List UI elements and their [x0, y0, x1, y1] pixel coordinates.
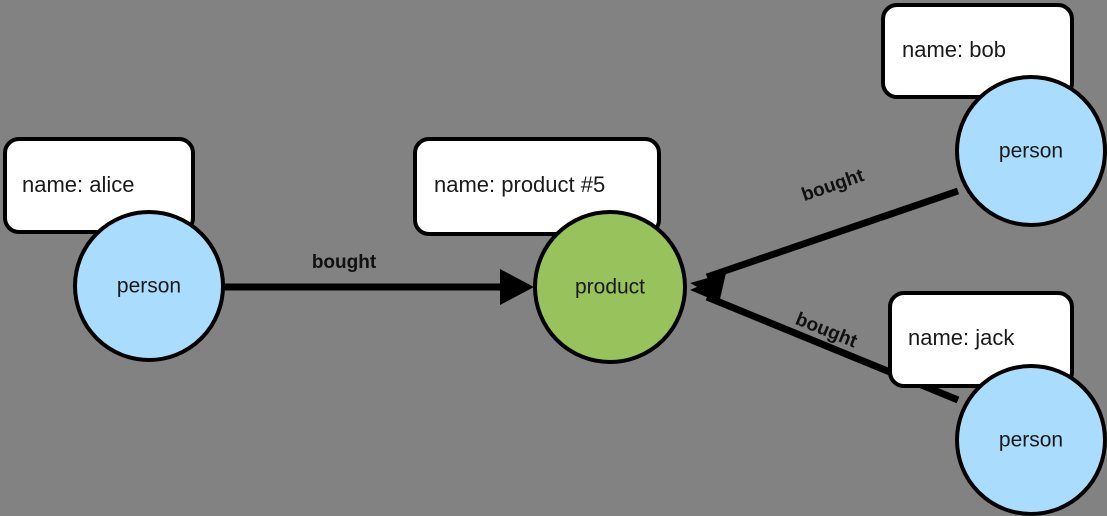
property-box-alice[interactable]: name: alice — [3, 137, 195, 234]
node-circle — [533, 210, 687, 364]
node-alice[interactable]: person — [73, 210, 225, 362]
node-circle — [73, 210, 225, 362]
edge-alice-bought-product[interactable] — [224, 269, 534, 305]
node-circle — [955, 364, 1107, 516]
property-box-label: name: bob — [902, 37, 1006, 62]
node-label: person — [999, 140, 1063, 163]
node-label: product — [575, 276, 645, 299]
property-box-label: name: alice — [22, 172, 135, 197]
node-bob[interactable]: person — [955, 75, 1107, 227]
node-product5[interactable]: product — [533, 210, 687, 364]
property-box-label: name: jack — [908, 325, 1015, 350]
property-box-rect — [881, 3, 1074, 99]
arrowhead-icon — [500, 269, 534, 305]
edge-line — [705, 187, 960, 281]
property-box-label: name: product #5 — [434, 172, 605, 197]
edge-label-alice-bought: bought — [312, 252, 377, 273]
node-circle — [955, 75, 1107, 227]
property-box-rect — [413, 137, 661, 236]
node-label: person — [117, 275, 181, 298]
property-box-bob[interactable]: name: bob — [881, 3, 1074, 99]
edge-bob-bought-product[interactable] — [690, 187, 960, 299]
edge-label-bob-bought: bought — [799, 165, 867, 206]
property-box-product5[interactable]: name: product #5 — [413, 137, 661, 236]
node-label: person — [999, 429, 1063, 452]
node-jack[interactable]: person — [955, 364, 1107, 516]
arrowhead-icon — [690, 275, 724, 301]
